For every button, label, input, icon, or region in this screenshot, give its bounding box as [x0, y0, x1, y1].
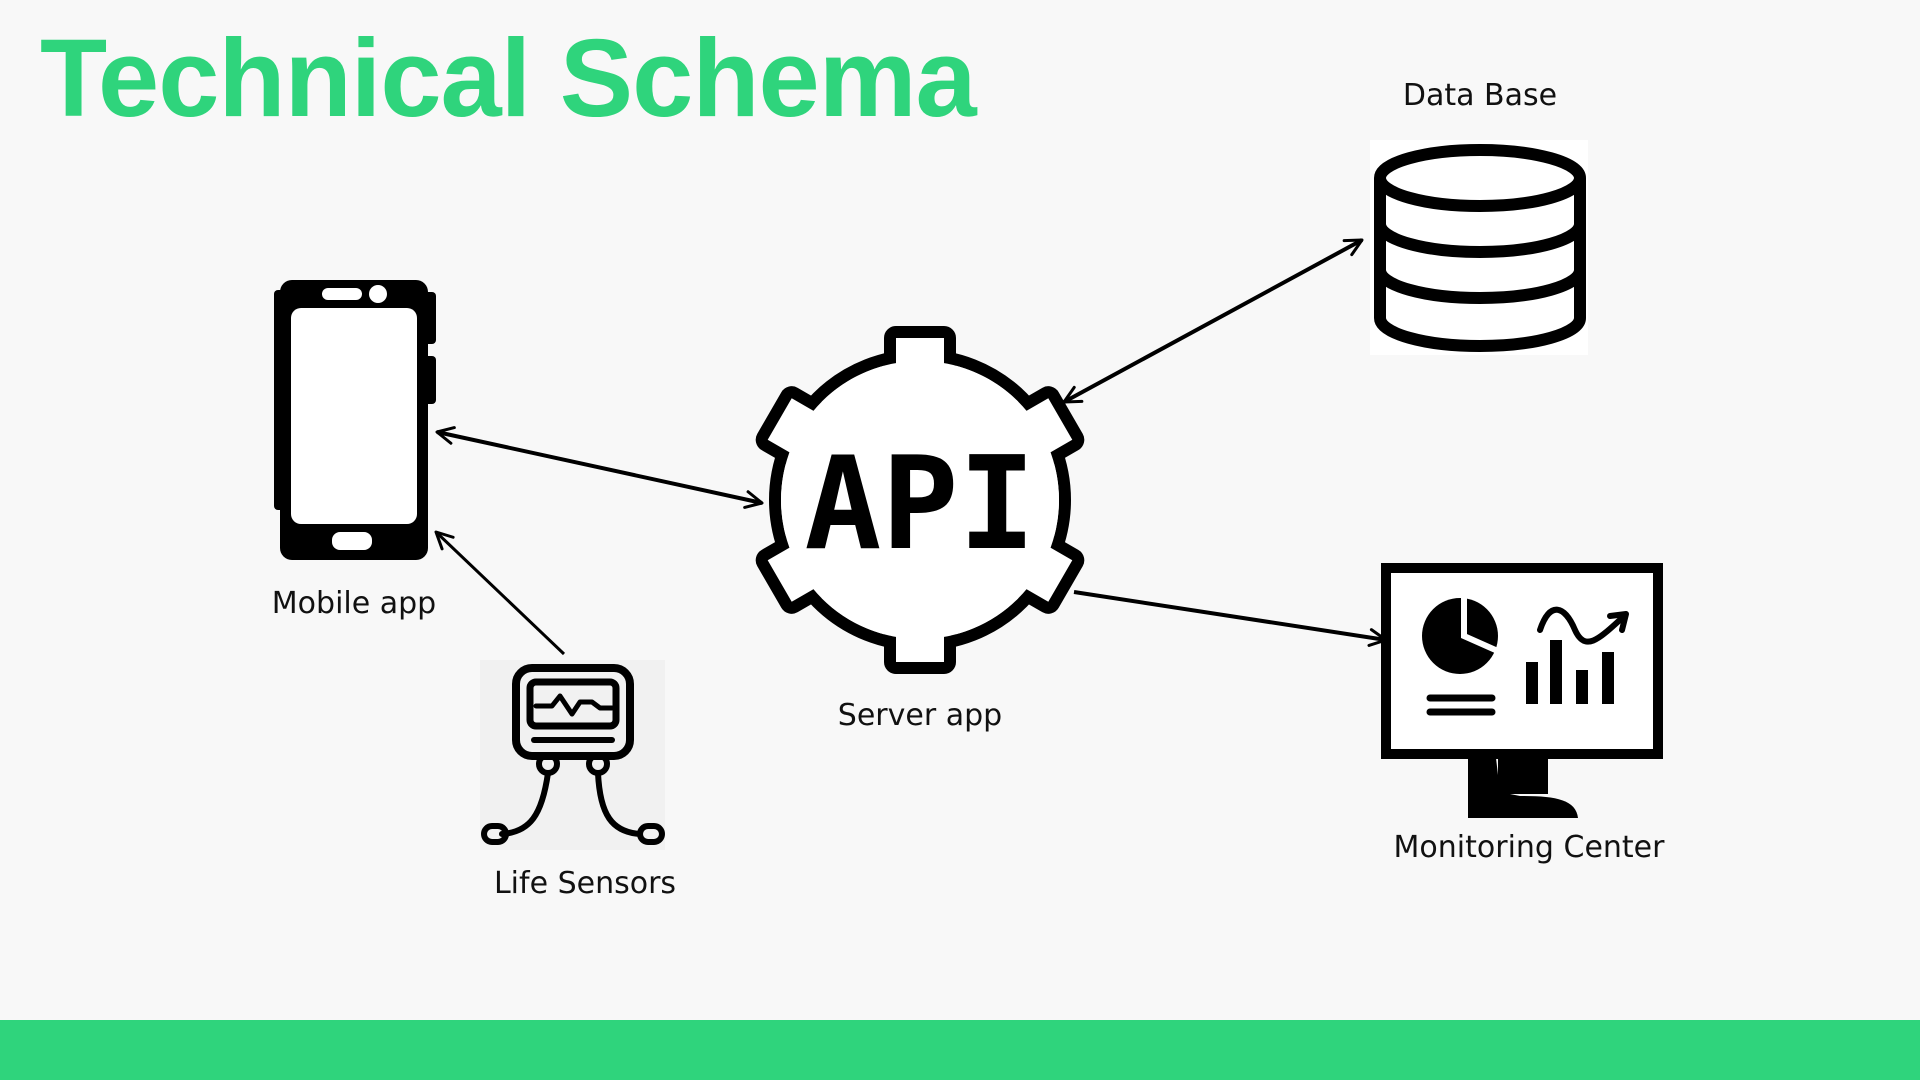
arrow-sensors-mobile — [434, 530, 566, 656]
api-icon-text: API — [804, 430, 1035, 579]
database-icon — [1370, 140, 1588, 355]
mobile-app-label: Mobile app — [271, 586, 437, 621]
arrow-server-database — [1062, 238, 1364, 404]
api-gear-icon: API — [755, 326, 1085, 674]
smartphone-icon — [274, 280, 436, 560]
server-app-label: Server app — [837, 698, 1003, 733]
database-label: Data Base — [1402, 78, 1558, 113]
monitoring-center-label: Monitoring Center — [1393, 830, 1665, 865]
bottom-accent-bar — [0, 1020, 1920, 1080]
sensor-monitor-icon — [480, 660, 665, 850]
dashboard-monitor-icon — [1381, 563, 1663, 818]
page-title: Technical Schema — [40, 17, 977, 140]
arrow-server-monitoring — [1073, 590, 1388, 647]
arrow-mobile-server — [435, 426, 764, 509]
life-sensors-label: Life Sensors — [493, 866, 677, 901]
